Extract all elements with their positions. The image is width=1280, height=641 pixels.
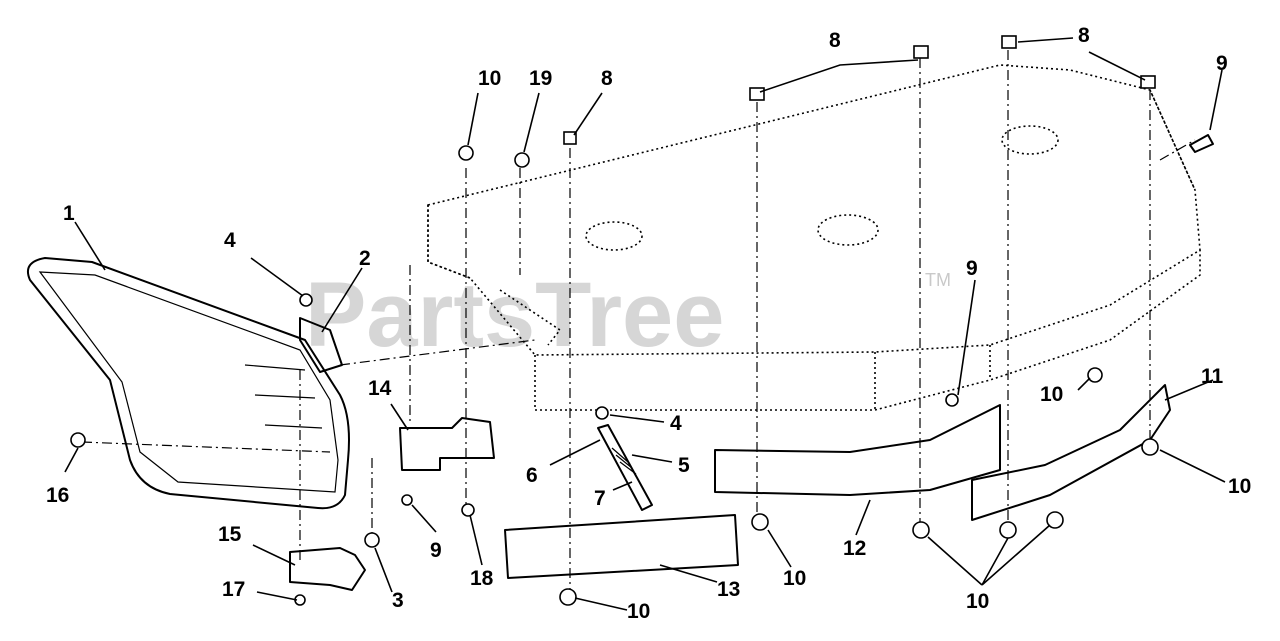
callout-11: 11	[1201, 365, 1224, 388]
callout-16: 16	[46, 484, 69, 507]
callout-10-right: 10	[1228, 475, 1251, 498]
plate-13	[504, 514, 739, 579]
discharge-chute	[26, 257, 350, 510]
baffle-12	[714, 404, 1001, 496]
callout-10-group: 10	[966, 590, 989, 613]
watermark-text: PartsTree	[305, 264, 724, 366]
callout-18: 18	[470, 567, 494, 590]
callout-8-right: 8	[1078, 24, 1090, 47]
callout-15: 15	[218, 523, 242, 546]
baffle-11	[971, 384, 1171, 521]
callout-3: 3	[392, 589, 404, 612]
hardware	[70, 35, 1214, 606]
callout-10-top: 10	[478, 67, 501, 90]
callout-9-right: 9	[1216, 52, 1228, 75]
callout-7: 7	[594, 487, 606, 510]
callout-14: 14	[368, 377, 392, 400]
callout-12: 12	[843, 537, 866, 560]
callout-2: 2	[359, 247, 371, 270]
callout-8-left: 8	[601, 67, 613, 90]
mower-deck	[427, 64, 1201, 411]
callout-labels: 1 2 4 14 15 16 17 3 9 18 10 19 8 4 6 5 7…	[46, 24, 1251, 623]
callout-8-center: 8	[829, 29, 841, 52]
callout-4-mid: 4	[670, 412, 682, 435]
callout-4-top: 4	[224, 229, 236, 252]
callout-9-mid: 9	[966, 257, 978, 280]
callout-19: 19	[529, 67, 552, 90]
callout-10-bottom: 10	[627, 600, 650, 623]
bracket-14	[399, 417, 495, 471]
callout-10-mid: 10	[1040, 383, 1063, 406]
callout-5: 5	[678, 454, 690, 477]
callout-9-left: 9	[430, 539, 442, 562]
rod-assembly	[597, 424, 653, 511]
callout-6: 6	[526, 464, 538, 487]
callout-1: 1	[63, 202, 75, 225]
callout-17: 17	[222, 578, 245, 601]
bracket-15	[289, 547, 366, 591]
callout-13: 13	[717, 578, 740, 601]
alignment-lines	[299, 50, 1196, 595]
watermark-trademark: TM	[925, 270, 951, 290]
callout-10-center: 10	[783, 567, 806, 590]
leader-lines	[64, 37, 1226, 611]
